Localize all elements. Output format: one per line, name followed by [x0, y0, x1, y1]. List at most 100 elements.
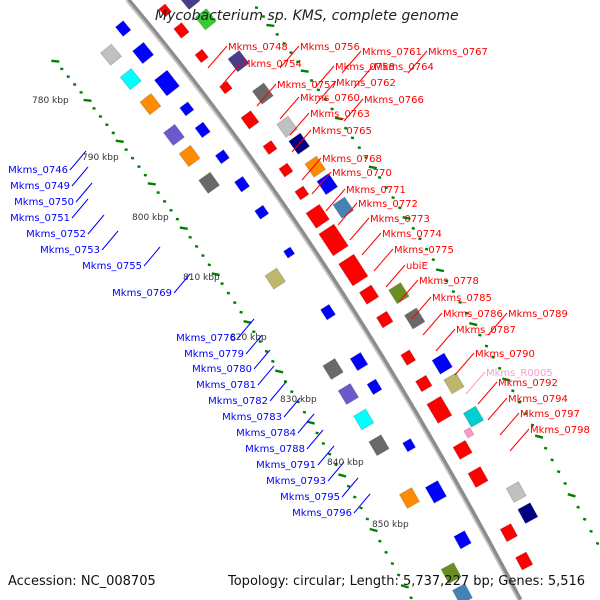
gene-label-forward: Mkms_0790 — [475, 349, 535, 360]
gene-label-reverse: Mkms_0769 — [112, 288, 172, 299]
gene-label-reverse: Mkms_0780 — [192, 364, 252, 375]
gene-label-reverse: Mkms_0783 — [222, 412, 282, 423]
gene-label-reverse: Mkms_0782 — [208, 396, 268, 407]
inner-tick — [391, 196, 395, 200]
outer-tick — [194, 244, 199, 248]
inner-tick — [576, 505, 580, 509]
feature-block — [194, 7, 217, 31]
feature-block — [322, 357, 344, 381]
gene-label-forward: Mkms_0786 — [443, 309, 503, 320]
forward-gene — [173, 21, 190, 39]
gene-label-forward: Mkms_0771 — [346, 185, 406, 196]
outer-tick — [327, 452, 332, 456]
reverse-gene — [214, 149, 231, 165]
scale-tick-label: 850 kbp — [372, 520, 409, 530]
reverse-gene — [131, 41, 155, 65]
gene-label-reverse: Mkms_0750 — [14, 197, 74, 208]
label-leader-line — [422, 312, 443, 336]
gene-label-reverse: Mkms_0776 — [176, 333, 236, 344]
gene-label-reverse: Mkms_0781 — [196, 380, 256, 391]
label-leader-line — [256, 83, 277, 107]
forward-gene — [400, 349, 417, 367]
label-leader-line — [289, 112, 310, 136]
inner-tick — [424, 247, 429, 251]
outer-tick — [105, 123, 109, 127]
feature-block — [276, 115, 299, 139]
rna-gene — [463, 426, 475, 439]
reverse-gene — [233, 175, 251, 193]
outer-tick — [258, 340, 262, 344]
label-leader-line — [349, 217, 370, 241]
outer-tick — [306, 420, 315, 425]
inner-tick — [334, 116, 344, 121]
forward-gene — [426, 395, 453, 424]
outer-tick — [275, 369, 284, 374]
inner-tick — [589, 529, 593, 533]
feature-block — [316, 172, 339, 196]
outer-tick — [98, 115, 103, 118]
gene-label-reverse: Mkms_0779 — [184, 349, 244, 360]
outer-tick — [290, 390, 294, 394]
forward-gene — [375, 310, 394, 329]
inner-tick — [517, 400, 522, 404]
outer-tick — [83, 98, 92, 102]
feature-block — [99, 43, 123, 67]
outer-tick — [271, 359, 275, 363]
forward-gene — [262, 139, 278, 156]
forward-gene — [240, 110, 260, 130]
outer-tick — [396, 573, 401, 577]
feature-block — [119, 67, 142, 91]
genome-summary: Topology: circular; Length: 5,737,227 bp… — [228, 574, 586, 589]
outer-tick — [302, 410, 307, 414]
outer-tick — [315, 431, 319, 435]
gene-label-forward: ubiE — [406, 261, 428, 272]
label-leader-line — [477, 381, 498, 405]
inner-tick — [582, 517, 587, 521]
inner-tick — [458, 300, 462, 304]
inner-tick — [469, 321, 478, 327]
outer-tick — [79, 91, 83, 94]
gene-label-forward: Mkms_0756 — [300, 42, 360, 53]
feature-block — [505, 480, 527, 504]
inner-tick — [464, 311, 469, 315]
label-leader-line — [283, 397, 301, 418]
inner-tick — [254, 6, 259, 9]
reverse-gene — [194, 121, 211, 139]
outer-tick — [130, 156, 135, 160]
forward-gene — [337, 253, 369, 287]
inner-tick — [534, 434, 544, 439]
label-leader-line — [411, 296, 432, 320]
inner-tick — [364, 156, 368, 159]
gene-label-forward: Mkms_0762 — [336, 78, 396, 89]
gene-label-forward: Mkms_0767 — [428, 47, 488, 58]
outer-tick — [334, 463, 338, 467]
forward-gene — [305, 203, 331, 229]
forward-gene — [499, 522, 519, 543]
inner-tick — [478, 333, 482, 337]
outer-tick — [92, 107, 96, 110]
label-leader-line — [317, 445, 335, 466]
inner-tick — [435, 268, 445, 273]
label-leader-line — [291, 129, 312, 153]
label-leader-line — [325, 188, 346, 212]
gene-label-forward: Mkms_0774 — [382, 229, 442, 240]
inner-tick — [377, 175, 382, 179]
outer-tick — [378, 539, 382, 543]
reverse-gene — [319, 303, 337, 321]
gene-label-forward: Mkms_0758 — [335, 62, 395, 73]
label-leader-line — [71, 198, 89, 219]
label-leader-line — [373, 248, 394, 272]
inner-tick — [595, 541, 600, 546]
inner-tick — [563, 481, 567, 486]
inner-tick — [309, 79, 314, 82]
inner-tick — [511, 389, 515, 393]
inner-tick — [384, 186, 389, 189]
outer-tick — [201, 254, 205, 258]
backbone-highlight — [125, 0, 519, 600]
outer-tick — [169, 208, 173, 212]
label-leader-line — [245, 334, 263, 355]
outer-tick — [226, 291, 231, 295]
scale-tick-label: 800 kbp — [132, 213, 169, 223]
outer-tick — [73, 83, 77, 86]
inner-tick — [266, 23, 275, 28]
